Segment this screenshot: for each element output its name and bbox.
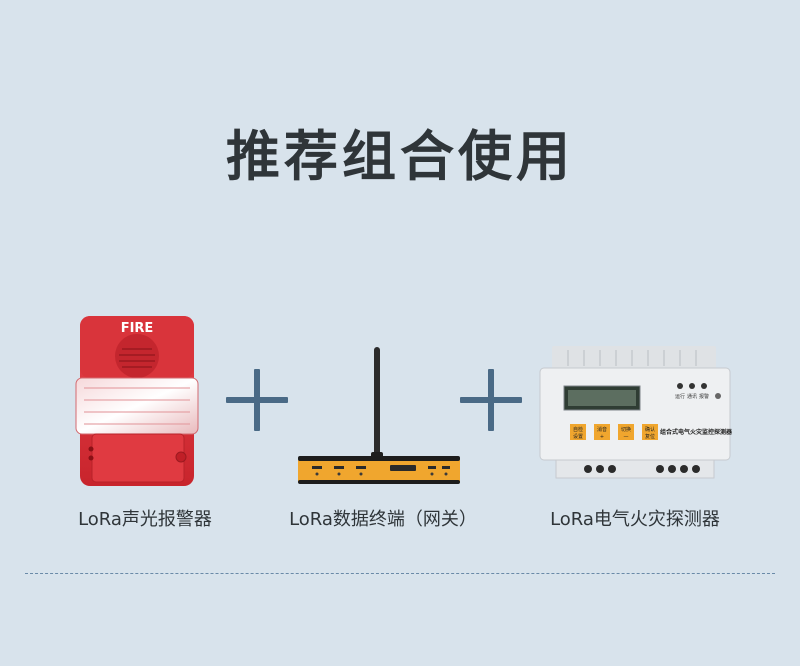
indicator-label: 报警	[699, 393, 709, 400]
product-caption: LoRa声光报警器	[78, 509, 212, 530]
button-label: 切换	[621, 426, 631, 433]
button-label: 复位	[645, 433, 655, 440]
button-label: 消音	[597, 426, 607, 433]
wireless-router-gateway-icon	[298, 347, 460, 484]
panel-title: 组合式电气火灾监控探测器	[660, 428, 732, 436]
electrical-fire-detector-icon: 运行 通讯 报警 自检 设置 消音 + 切换 — 确认 复位 组合式电气火灾监控…	[539, 346, 732, 479]
fire-alarm-strobe-icon: FIRE	[75, 316, 199, 486]
fire-label: FIRE	[121, 321, 154, 336]
button-label: —	[624, 434, 629, 440]
product-caption: LoRa电气火灾探测器	[550, 509, 720, 530]
button-label: 确认	[645, 426, 655, 433]
divider	[25, 573, 775, 574]
indicator-label: 通讯	[687, 393, 697, 400]
button-label: 自检	[573, 426, 583, 433]
button-label: +	[600, 434, 604, 440]
plus-icon	[226, 369, 288, 431]
indicator-label: 运行	[675, 393, 685, 400]
plus-icon	[460, 369, 522, 431]
product-caption: LoRa数据终端（网关）	[289, 509, 477, 530]
page-title: 推荐组合使用	[226, 125, 574, 188]
button-label: 设置	[573, 433, 583, 440]
